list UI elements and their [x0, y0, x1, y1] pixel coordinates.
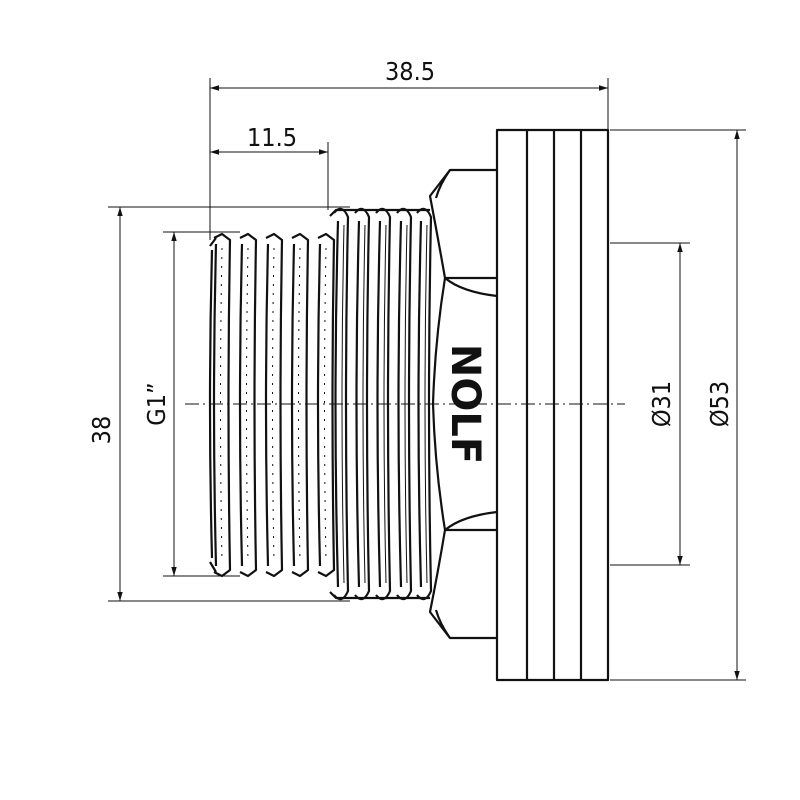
flange	[495, 128, 610, 682]
dimension-inner-diameter: Ø31	[610, 242, 690, 566]
dimension-outer-diameter: Ø53	[610, 129, 746, 681]
dimension-overall-length: 38.5	[209, 57, 609, 240]
dimension-thread-length: 11.5	[210, 123, 329, 210]
overall-length-label: 38.5	[385, 57, 435, 86]
outer-diameter-label: Ø53	[705, 381, 734, 427]
thread-height-label: 38	[87, 416, 116, 445]
large-thread	[329, 207, 433, 601]
thread-length-label: 11.5	[247, 123, 297, 152]
inner-diameter-label: Ø31	[647, 381, 676, 427]
dimension-thread-size: G1”	[142, 231, 240, 577]
dimension-thread-height: 38	[87, 206, 350, 602]
brand-logo: NOLF	[442, 344, 488, 464]
small-thread	[208, 232, 336, 578]
thread-size-label: G1”	[142, 382, 171, 425]
hex-body: NOLF	[428, 168, 498, 640]
